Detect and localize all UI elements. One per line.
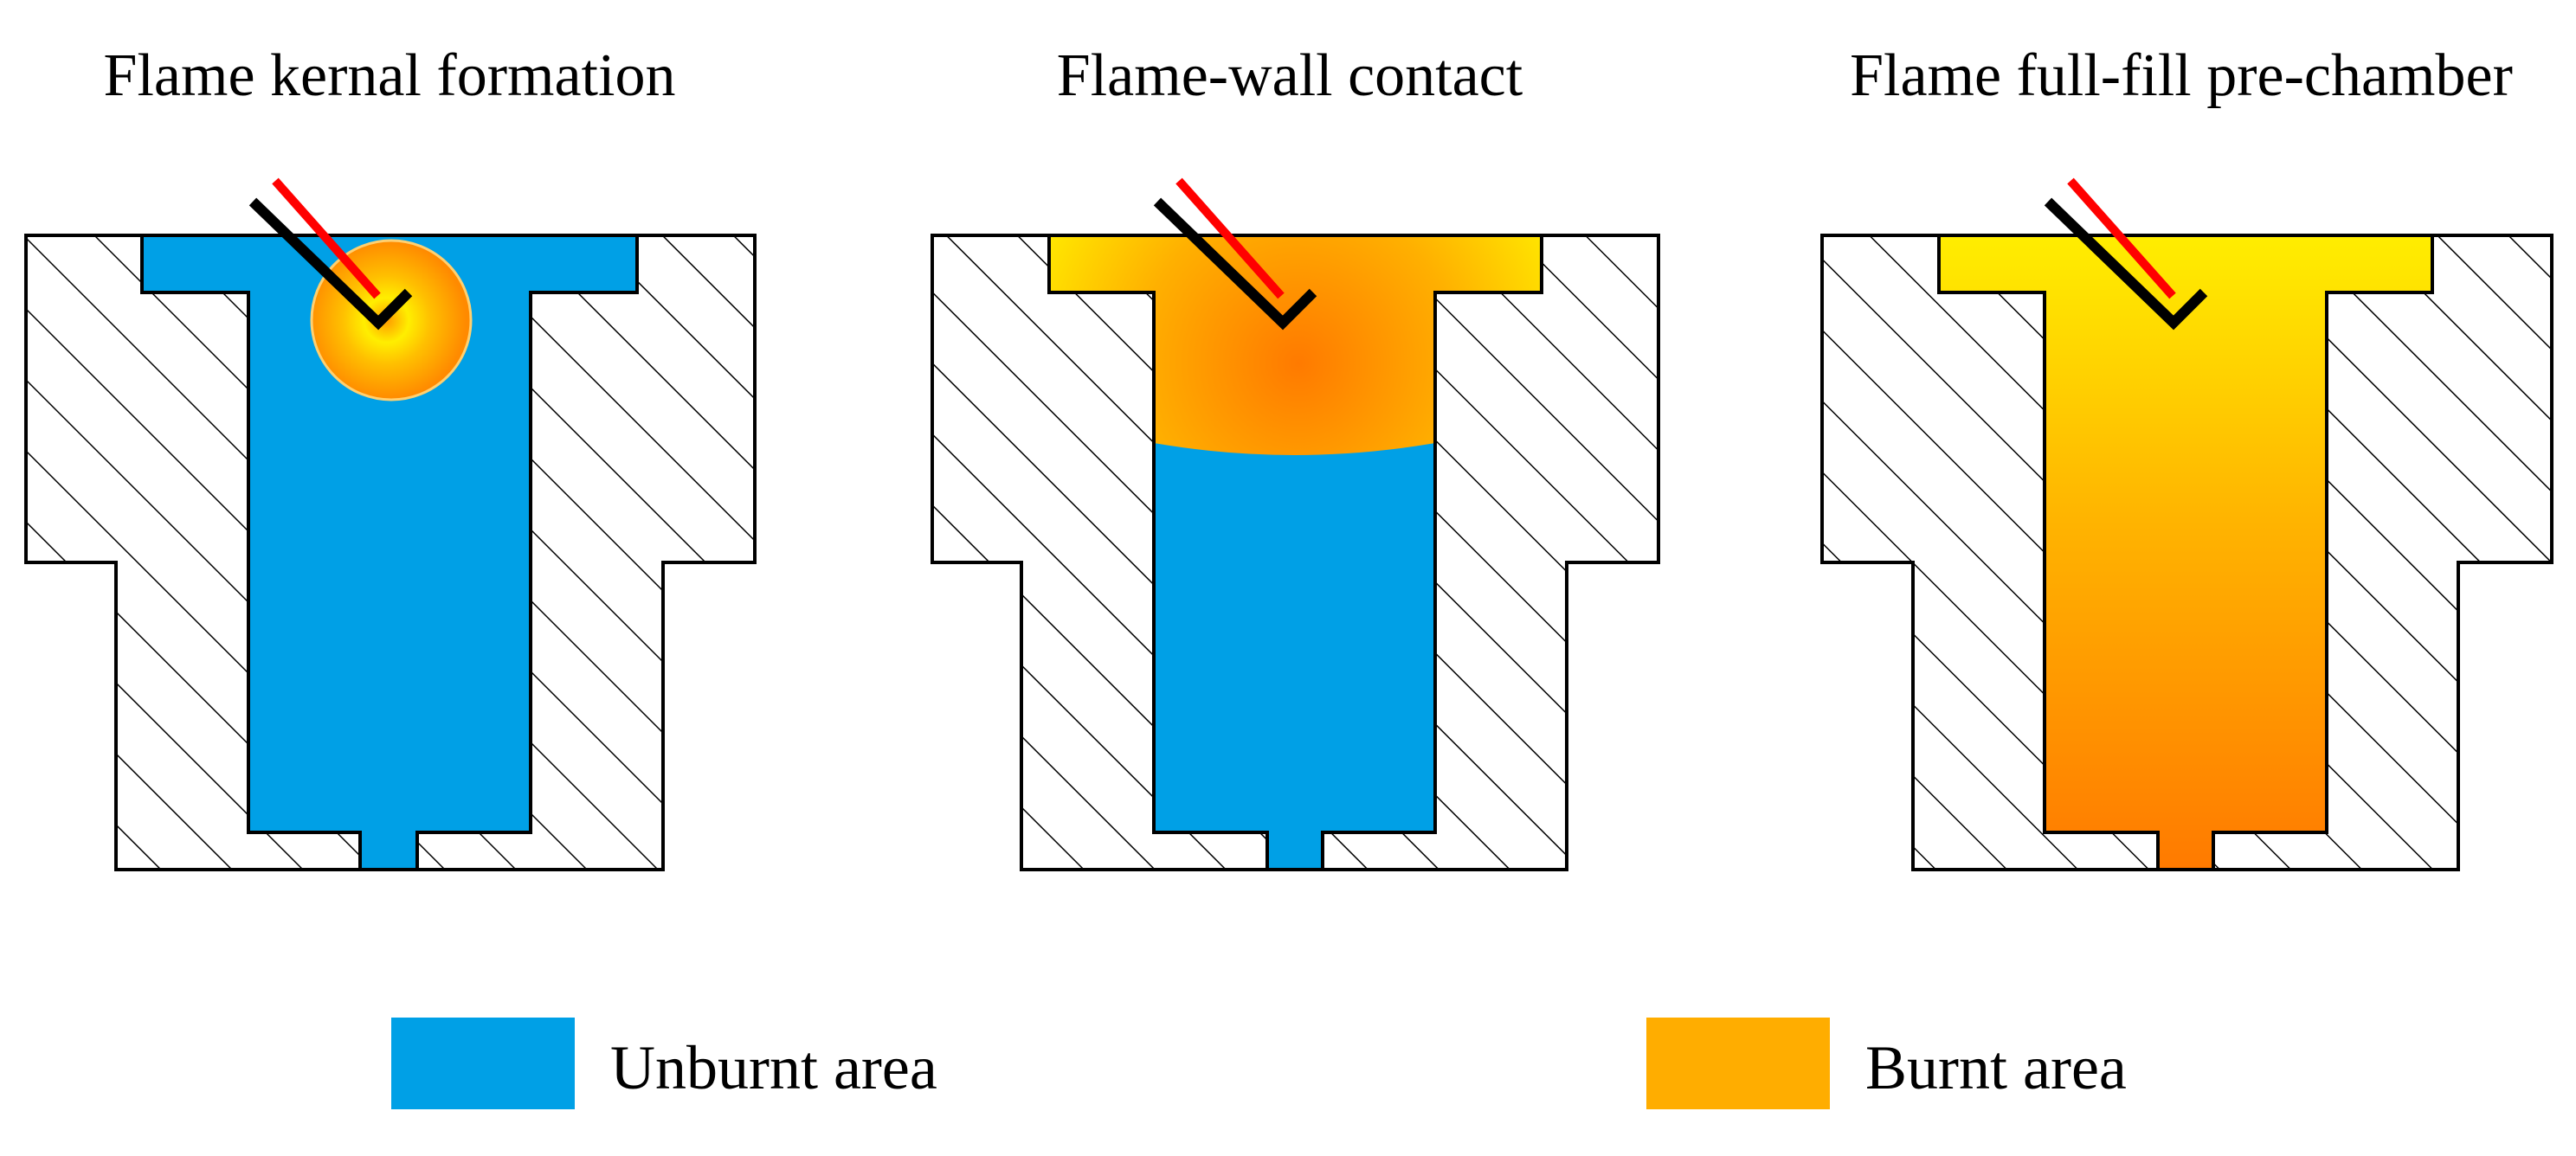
legend-swatch-burnt: [1646, 1018, 1830, 1109]
spark-plug-electrode-icon: [1153, 177, 1317, 331]
chamber-cavity-burnt: [1937, 234, 2434, 871]
panel-title-wall-contact: Flame-wall contact: [1057, 42, 1523, 109]
spark-plug-electrode-icon: [248, 177, 413, 331]
prechamber-panel-full-fill: [1820, 177, 2553, 871]
legend: Unburnt area Burnt area: [391, 1018, 2127, 1109]
legend-label-burnt: Burnt area: [1865, 1033, 2127, 1102]
chamber-cavity-unburnt: [140, 234, 639, 871]
legend-swatch-unburnt: [391, 1018, 575, 1109]
chamber-outline: [1047, 234, 1543, 871]
legend-label-unburnt: Unburnt area: [610, 1033, 937, 1102]
prechamber-panel-kernel: [24, 177, 757, 871]
flame-kernel: [310, 239, 473, 401]
burnt-flame-region: [1049, 235, 1542, 455]
panel-title-full-fill: Flame full-fill pre-chamber: [1850, 42, 2513, 109]
panel-title-kernel: Flame kernal formation: [104, 42, 676, 109]
spark-plug-electrode-icon: [2044, 177, 2208, 331]
prechamber-panel-wall-contact: [931, 177, 1660, 871]
